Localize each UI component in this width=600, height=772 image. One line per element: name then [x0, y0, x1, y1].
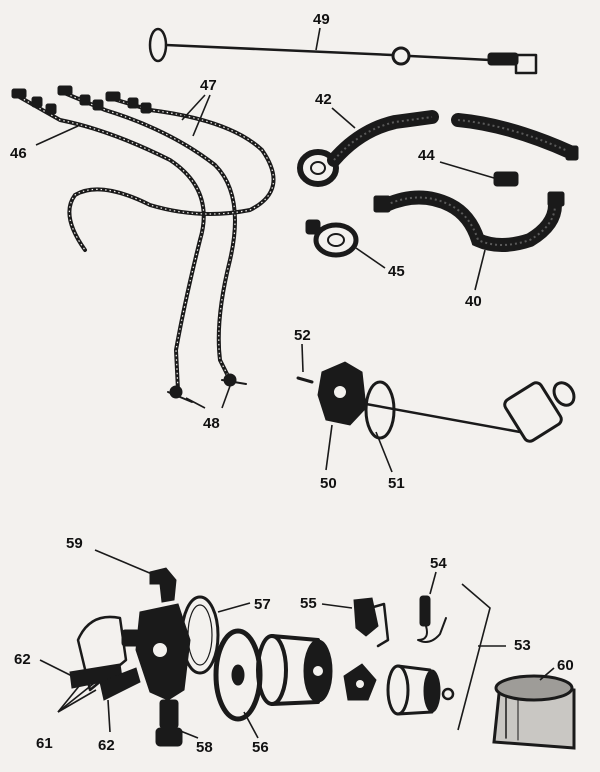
callout-45: 45	[388, 263, 405, 280]
callout-59: 59	[66, 535, 83, 552]
part-53-bracket: 53	[457, 583, 531, 731]
part-51-gasket: 51	[364, 380, 405, 492]
callout-62a: 62	[14, 651, 31, 668]
callout-50: 50	[320, 475, 337, 492]
callout-52: 52	[294, 327, 311, 344]
callout-56: 56	[252, 739, 269, 756]
callout-44: 44	[418, 147, 435, 164]
part-60-filter-canister: 60	[492, 657, 576, 750]
part-50-fuel-sender: 50	[317, 361, 576, 492]
part-46-47-cables: 46 47	[10, 77, 276, 392]
pump-housing	[256, 634, 333, 706]
callout-53: 53	[514, 637, 531, 654]
callout-54: 54	[430, 555, 447, 572]
callout-55: 55	[300, 595, 317, 612]
callout-40: 40	[465, 293, 482, 310]
part-52-screw: 52	[294, 327, 314, 384]
part-44-union-fitting: 44	[418, 147, 519, 187]
part-42-banjo-hose: 42	[297, 91, 579, 187]
diaphragm-assembly	[343, 663, 377, 701]
callout-46: 46	[10, 145, 27, 162]
callout-47: 47	[200, 77, 217, 94]
part-54-spring-clip: 54	[417, 555, 447, 643]
part-55-contact-set: 55	[300, 595, 390, 648]
callout-57: 57	[254, 596, 271, 613]
callout-61: 61	[36, 735, 53, 752]
part-58-pump-body: 58	[121, 603, 213, 756]
part-57-gasket: 57	[180, 595, 271, 675]
callout-60: 60	[557, 657, 574, 674]
part-49-control-rod: 49	[148, 11, 538, 75]
part-48-cable-clips: 48	[167, 373, 247, 432]
part-45-banjo-fitting: 45	[305, 219, 405, 280]
part-61-62-bracket: 62 61 62	[14, 615, 141, 754]
callout-42: 42	[315, 91, 332, 108]
callout-58: 58	[196, 739, 213, 756]
callout-51: 51	[388, 475, 405, 492]
part-40-hose: 40	[373, 190, 565, 310]
part-59-elbow: 59	[66, 535, 177, 603]
callout-48: 48	[203, 415, 220, 432]
callout-49: 49	[313, 11, 330, 28]
pump-cap	[386, 664, 455, 716]
callout-62b: 62	[98, 737, 115, 754]
